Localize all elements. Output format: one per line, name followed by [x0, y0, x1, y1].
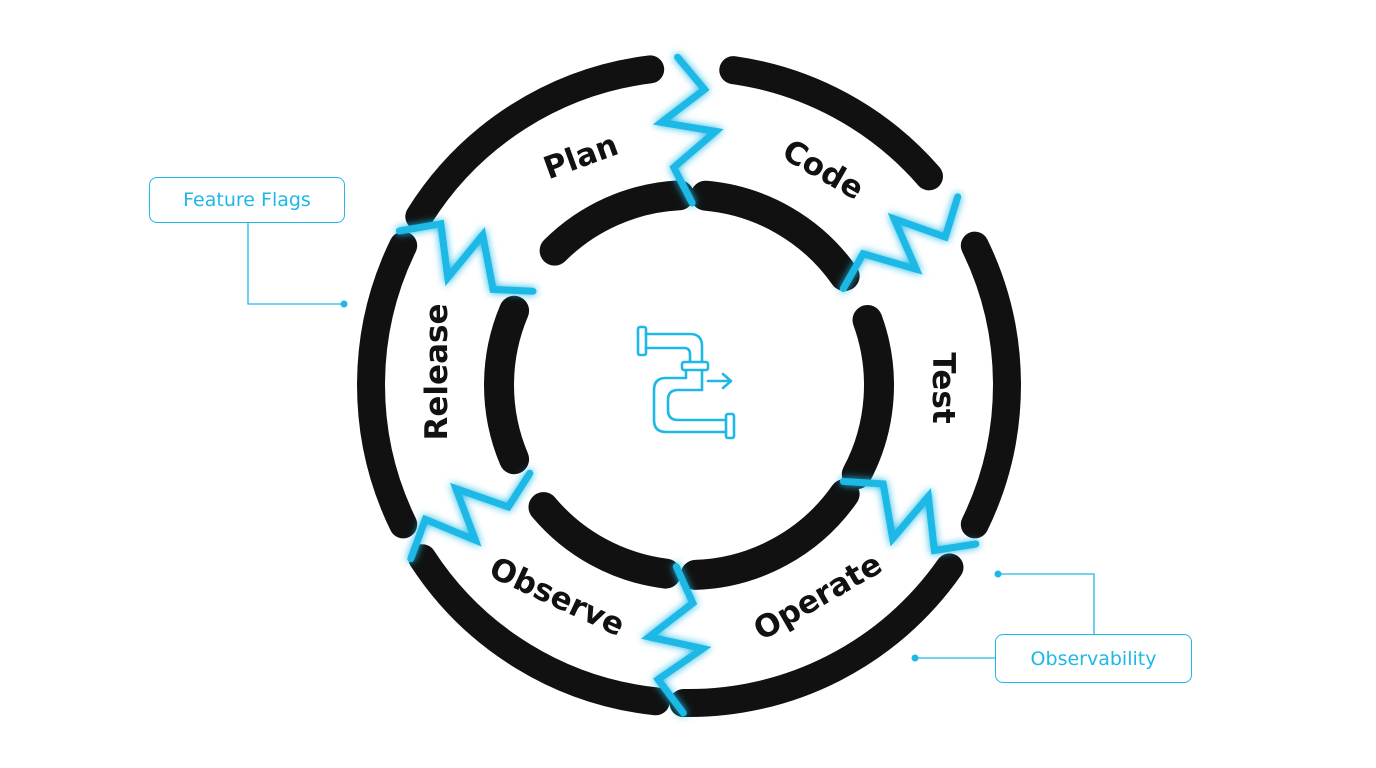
pipeline-icon	[636, 325, 736, 440]
observability-callout: Observability	[995, 634, 1192, 683]
connector-plan-code	[652, 53, 724, 207]
stage-label-plan: Plan	[539, 127, 623, 187]
observability-leader-dot-top	[994, 570, 1002, 578]
connector-code-test	[839, 193, 962, 293]
feature-flags-callout: Feature Flags	[149, 177, 345, 223]
stage-connectors	[395, 53, 980, 717]
connector-release-plan	[395, 219, 537, 295]
connector-operate-observe	[641, 563, 712, 717]
outer-segment-code	[719, 56, 943, 191]
stage-label-test: Test	[925, 352, 961, 424]
outer-segment-operate	[669, 553, 964, 718]
outer-segment-test	[960, 231, 1021, 539]
inner-segment-release	[484, 295, 530, 475]
outer-segment-observe	[408, 544, 670, 716]
outer-ring	[357, 55, 1021, 718]
inner-ring	[484, 180, 894, 590]
stage-label-code: Code	[776, 133, 870, 208]
connector-observe-release	[407, 469, 534, 563]
inner-segment-plan	[539, 180, 695, 266]
feature-flags-leader	[247, 223, 342, 305]
feature-flags-label: Feature Flags	[183, 189, 311, 211]
inner-segment-code	[690, 180, 860, 291]
outer-segment-release	[357, 231, 418, 539]
inner-segment-test	[841, 305, 894, 490]
observability-leader-dot-left	[911, 654, 919, 662]
connector-test-operate	[839, 477, 980, 555]
observability-label: Observability	[1030, 647, 1157, 670]
stage-label-release: Release	[419, 304, 455, 441]
inner-segment-observe	[528, 492, 681, 589]
inner-segment-operate	[680, 479, 860, 590]
outer-segment-plan	[405, 55, 665, 231]
observability-leader	[918, 573, 1095, 659]
feature-flags-leader-dot	[340, 300, 348, 308]
